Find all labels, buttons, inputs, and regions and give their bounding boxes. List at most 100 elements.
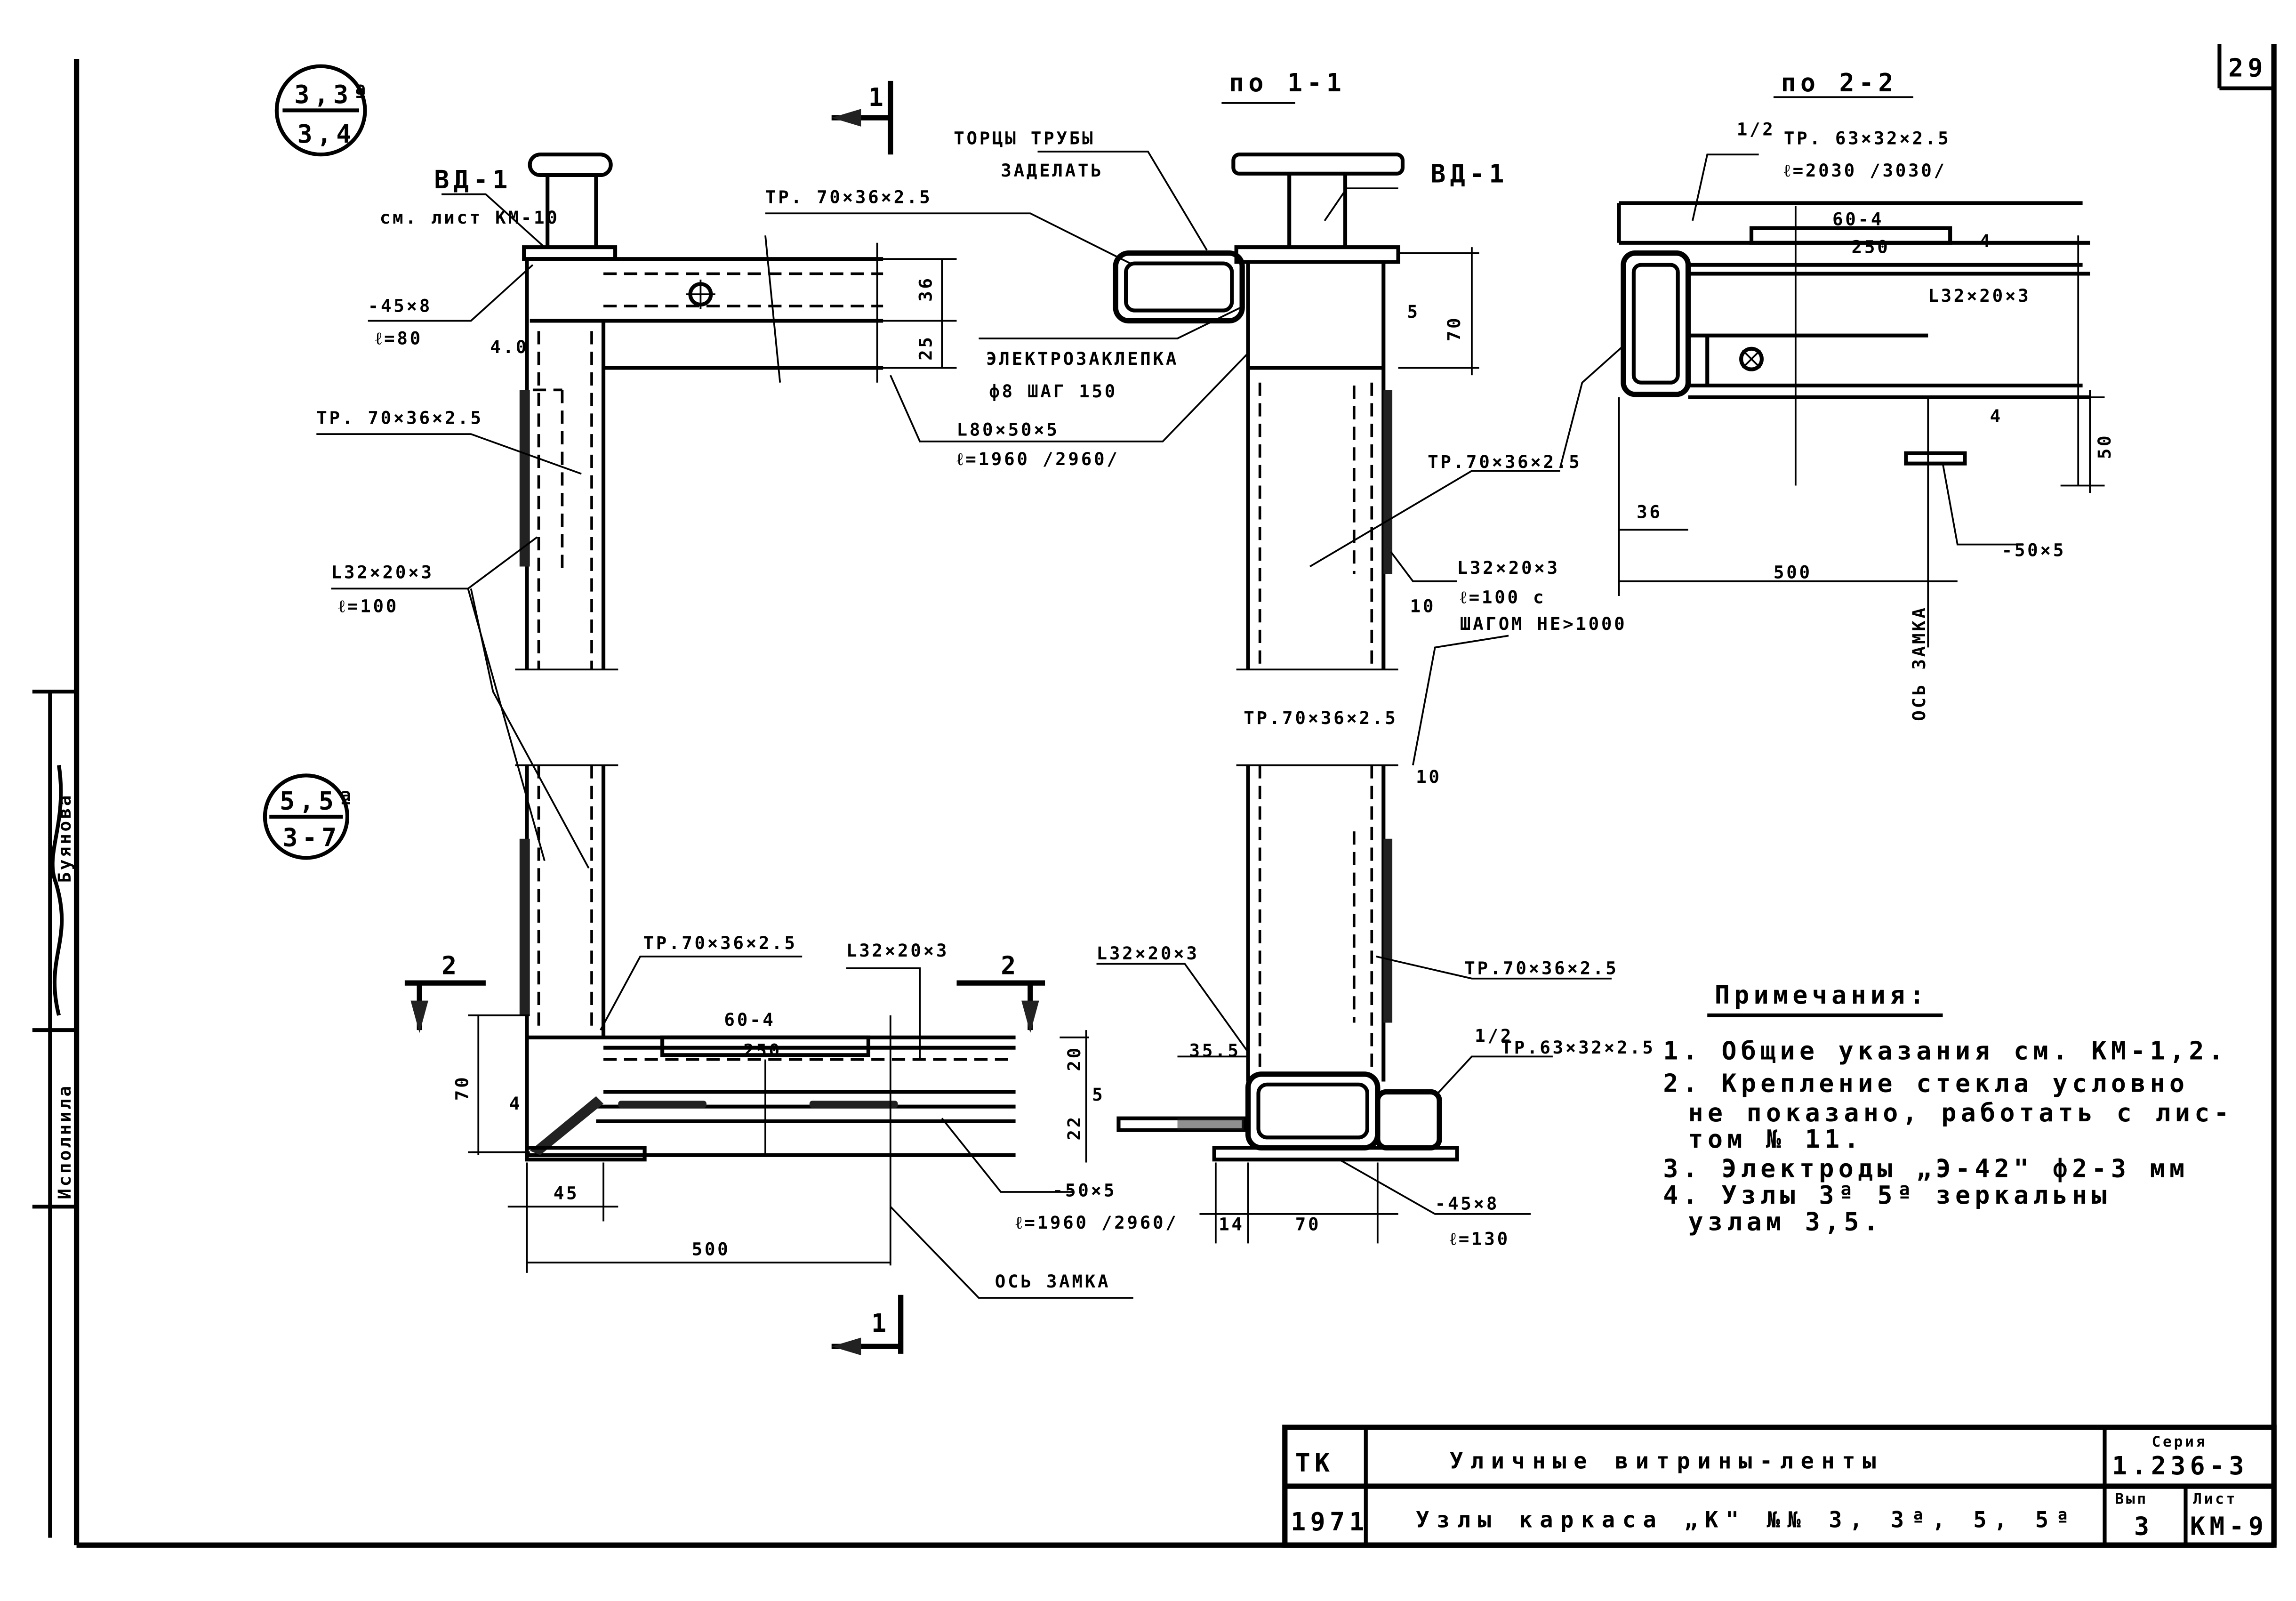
issue-label: Вып xyxy=(2115,1491,2148,1508)
label-beam-tube: ТР. 70×36×2.5 xyxy=(765,186,932,207)
label-dim-4-bl: 4 xyxy=(509,1093,522,1114)
label-dim-4a: 4 xyxy=(1980,231,1992,251)
svg-text:3,4: 3,4 xyxy=(297,120,356,149)
label-dim-500-2-2: 500 xyxy=(1774,562,1812,582)
label-half-tube-frac-bc: 1/2 xyxy=(1475,1025,1513,1046)
label-dim-14: 14 xyxy=(1219,1214,1244,1234)
label-plate-len: ℓ=80 xyxy=(375,328,423,348)
svg-text:5,5ª: 5,5ª xyxy=(280,786,357,815)
label-half-tube-bc: ТР.63×32×2.5 xyxy=(1501,1037,1655,1058)
label-dim-25: 25 xyxy=(915,335,936,361)
label-dim-50: 50 xyxy=(2094,434,2115,459)
label-dim-500-bl: 500 xyxy=(692,1239,731,1259)
label-dim-22-bl: 22 xyxy=(1064,1115,1084,1141)
note-line: узлам 3,5. xyxy=(1688,1207,1883,1236)
series-label: Серия xyxy=(2152,1433,2208,1450)
label-strip-len-bl: ℓ=1960 /2960/ xyxy=(1016,1212,1179,1233)
label-dim-5-bl: 5 xyxy=(1092,1084,1105,1105)
svg-text:2: 2 xyxy=(442,951,461,980)
node-center-drawing xyxy=(470,102,1560,1082)
label-vd1-left: ВД-1 xyxy=(434,165,512,194)
label-angle-len: ℓ=100 xyxy=(338,595,399,616)
section-2-2-drawing xyxy=(1559,96,2105,648)
svg-text:1: 1 xyxy=(871,1309,891,1338)
label-dim-36-2-2: 36 xyxy=(1637,501,1662,522)
label-angle: L32×20×3 xyxy=(331,562,434,582)
label-angle-center: L32×20×3 xyxy=(1457,557,1560,578)
section-mark-2-left: 2 xyxy=(404,951,486,1033)
section-mark-1-top: 1 xyxy=(831,80,893,155)
notes: Примечания: 1. Общие указания см. КМ-1,2… xyxy=(1663,981,2233,1236)
label-angle-bl: L32×20×3 xyxy=(846,940,949,961)
label-dim-40: 4.0 xyxy=(490,337,529,357)
label-angle-2-2: L32×20×3 xyxy=(1928,285,2031,306)
svg-text:2: 2 xyxy=(1001,951,1020,980)
label-dim-250-bl: 250 xyxy=(743,1040,782,1061)
label-half-tube: ТР. 63×32×2.5 xyxy=(1784,128,1951,148)
title-main: Уличные витрины-ленты xyxy=(1450,1448,1883,1474)
label-dim-20-bl: 20 xyxy=(1064,1046,1084,1071)
title-block: ТК 1971 Уличные витрины-ленты Узлы карка… xyxy=(1282,1424,2277,1548)
label-angle80-len: ℓ=1960 /2960/ xyxy=(957,449,1120,469)
node-bottom-left-drawing xyxy=(468,955,1133,1299)
label-plate-len-bc: ℓ=130 xyxy=(1450,1229,1510,1249)
node-callout-3-3a: 3,3ª 3,4 xyxy=(274,64,372,157)
node-callout-5-5a: 5,5ª 3-7 xyxy=(263,773,357,860)
note-line: том № 11. xyxy=(1688,1125,1863,1154)
issue-value: 3 xyxy=(2134,1512,2153,1541)
sheet-label: Лист xyxy=(2193,1491,2237,1508)
label-rivet-1: ЭЛЕКТРОЗАКЛЕПКА xyxy=(986,348,1179,369)
node-top-left-drawing xyxy=(316,153,1134,1155)
label-dim-355: 35.5 xyxy=(1189,1040,1241,1061)
label-dim-10a: 10 xyxy=(1410,595,1436,616)
label-strip-50-5: -50×5 xyxy=(2002,540,2066,561)
section-mark-2-right: 2 xyxy=(956,951,1045,1033)
notes-title: Примечания: xyxy=(1715,981,1929,1010)
label-strip-60-4-bl: 60-4 xyxy=(724,1009,775,1030)
label-plate-bc: -45×8 xyxy=(1435,1193,1499,1214)
label-angle80: L80×50×5 xyxy=(957,419,1060,440)
node-bottom-center-drawing xyxy=(1096,956,1612,1244)
label-dim-250: 250 xyxy=(1852,237,1890,257)
note-line: 1. Общие указания см. КМ-1,2. xyxy=(1663,1037,2228,1066)
stamp-strip: Исполнила Буянова xyxy=(32,690,77,1538)
page-number: 29 xyxy=(2228,54,2267,83)
label-tube-bl: ТР.70×36×2.5 xyxy=(643,933,797,953)
label-dim-70-bc: 70 xyxy=(1295,1214,1321,1234)
label-half-tube-len: ℓ=2030 /3030/ xyxy=(1784,160,1947,181)
label-strip-50-5-bl: -50×5 xyxy=(1052,1180,1116,1200)
label-dim-45-bl: 45 xyxy=(554,1183,579,1204)
label-angle-step: ШАГОМ НЕ>1000 xyxy=(1460,613,1627,634)
svg-text:3,3ª: 3,3ª xyxy=(294,80,372,109)
label-plate: -45×8 xyxy=(368,296,432,316)
note-line: 4. Узлы 3ª 5ª зеркальны xyxy=(1663,1181,2111,1210)
label-angle-center-len: ℓ=100 с xyxy=(1460,587,1546,608)
label-col-tube-2-2: ТР.70×36×2.5 xyxy=(1428,451,1582,472)
note-line: 2. Крепление стекла условно xyxy=(1663,1069,2189,1098)
title-year: 1971 xyxy=(1291,1507,1368,1537)
note-line: не показано, работать с лис- xyxy=(1688,1098,2233,1127)
note-line: 3. Электроды „Э-42" ф2-3 мм xyxy=(1663,1154,2189,1183)
section-title-2-2: по 2-2 xyxy=(1781,68,1898,97)
label-strip-60-4: 60-4 xyxy=(1832,209,1884,229)
series-value: 1.236-3 xyxy=(2112,1451,2248,1480)
label-dim-36: 36 xyxy=(915,276,936,302)
label-vd1-ref: см. лист КМ-10 xyxy=(380,207,560,228)
label-dim-10b: 10 xyxy=(1416,766,1442,787)
label-pipe-ends-1: ТОРЦЫ ТРУБЫ xyxy=(954,128,1095,148)
label-axis-bl: ОСЬ ЗАМКА xyxy=(995,1271,1110,1292)
title-org: ТК xyxy=(1295,1448,1334,1478)
label-axis-2-2: ОСЬ ЗАМКА xyxy=(1909,605,1929,721)
sheet-frame: 29 xyxy=(73,44,2277,1548)
label-half-tube-frac: 1/2 xyxy=(1737,119,1775,140)
svg-text:1: 1 xyxy=(868,83,888,112)
label-rivet-2: ф8 ШАГ 150 xyxy=(989,381,1117,402)
title-sub: Узлы каркаса „К" №№ 3, 3ª, 5, 5ª xyxy=(1416,1507,2077,1533)
label-dim-70-bl: 70 xyxy=(451,1075,472,1101)
sheet-value: КМ-9 xyxy=(2190,1512,2268,1541)
label-dim-4b: 4 xyxy=(1990,406,2003,426)
label-dim-70: 70 xyxy=(1444,316,1464,342)
section-title-1-1: по 1-1 xyxy=(1229,68,1346,97)
label-dim-5: 5 xyxy=(1407,301,1420,322)
